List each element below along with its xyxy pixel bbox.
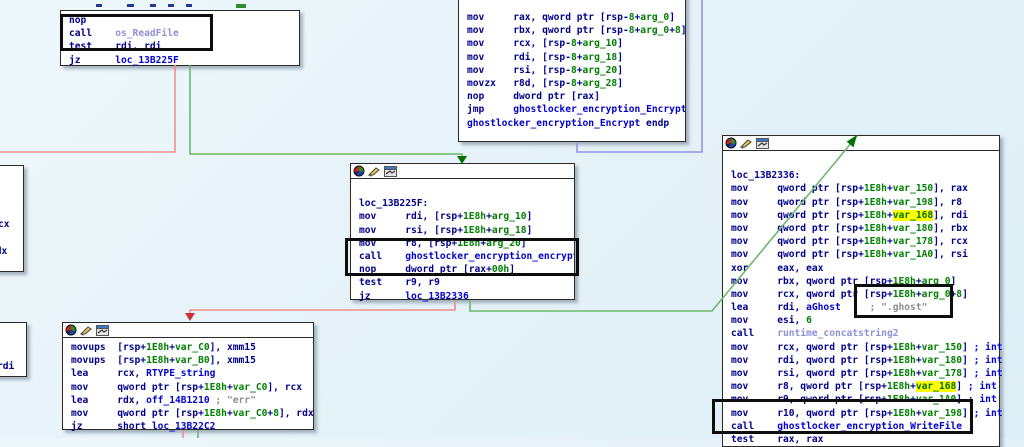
annotation-box-os-readfile	[60, 14, 213, 51]
disasm-line[interactable]: mov qword ptr [rsp+1E8h+var_1A0], rsi	[731, 249, 968, 261]
clipped-text-fragment	[96, 4, 102, 7]
node-title-bar	[723, 136, 999, 151]
disasm-line[interactable]: mov rcx, qword ptr [rsp+1E8h+var_150] ; …	[731, 341, 1003, 353]
disasm-line[interactable]: movups [rsp+1E8h+var_C0], xmm15	[71, 342, 256, 353]
disasm-line[interactable]: lea rcx, RTYPE_string	[71, 368, 216, 380]
clipped-text-fragment	[186, 4, 192, 7]
partial-register-text: cx	[0, 219, 10, 230]
clipped-text-fragment	[168, 4, 174, 7]
disasm-line[interactable]: mov qword ptr [rsp+1E8h+var_168], rdi	[731, 209, 968, 221]
partial-register-text: rdx	[0, 246, 8, 257]
node-title-bar	[351, 164, 574, 179]
disasm-line[interactable]: mov rax, qword ptr [rsp-8+arg_0]	[467, 12, 675, 23]
disasm-line[interactable]: mov qword ptr [rsp+1E8h+var_180], rbx	[731, 222, 968, 234]
disasm-line[interactable]: lea rdx, off_14B1210 ; "err"	[71, 394, 256, 406]
clipped-text-fragment	[150, 4, 156, 7]
disasm-line[interactable]: mov rcx, [rsp-8+arg_10]	[467, 38, 623, 50]
annotation-box-writefile	[712, 399, 973, 434]
disasm-line[interactable]: ghostlocker_encryption_Encrypt endp	[467, 117, 670, 129]
disasm-line[interactable]: test rdi, rdi	[69, 41, 162, 53]
node-title-bar	[63, 323, 313, 338]
disasm-line[interactable]	[359, 184, 574, 197]
chunk-pie-icon	[353, 165, 365, 177]
disasm-line[interactable]: jz short loc_13B22C2	[71, 421, 216, 433]
disasm-line[interactable]: test r9, r9	[359, 277, 440, 289]
disasm-line[interactable]: movups [rsp+1E8h+var_B0], xmm15	[71, 355, 256, 367]
edit-icon	[740, 138, 752, 148]
edit-icon	[368, 166, 380, 176]
disasm-line[interactable]: call ghostlocker_encryption_WriteFile	[731, 420, 963, 432]
node-partial-left-top[interactable]: cx rdx	[0, 165, 24, 272]
disasm-line[interactable]: mov r8, qword ptr [rsp+1E8h+var_168] ; i…	[731, 381, 997, 393]
disasm-line[interactable]: mov rdi, [rsp-8+arg_18]	[467, 51, 623, 63]
edge-jump-os-readfile-to-loc13B225F	[189, 65, 463, 157]
chunk-pie-icon	[65, 324, 77, 336]
disasm-line[interactable]: mov qword ptr [rsp+1E8h+var_198], r8	[731, 196, 963, 208]
disasm-line[interactable]: jmp ghostlocker_encryption_Encrypt	[467, 104, 685, 116]
clipped-text-fragment	[236, 4, 246, 8]
edit-icon	[80, 325, 92, 335]
disasm-line[interactable]: movzx r8d, [rsp-8+arg_28]	[467, 77, 623, 89]
disasm-line[interactable]: mov r10, qword ptr [rsp+1E8h+var_198] ; …	[731, 407, 1003, 419]
edge-fallthrough-loc13B225F-to-movups-arrowhead	[185, 313, 195, 321]
disasm-line[interactable]: test rax, rax	[731, 433, 824, 445]
node-partial-left-bottom[interactable]: rdi	[0, 322, 27, 377]
disasm-line[interactable]: call runtime_concatstring2	[731, 328, 899, 340]
clipped-text-fragment	[127, 4, 134, 7]
disasm-line[interactable]: mov rsi, [rsp-8+arg_20]	[467, 64, 623, 76]
disasm-line[interactable]: mov rsi, [rsp+1E8h+arg_18]	[359, 224, 533, 236]
node-movups-rtype-string[interactable]: movups [rsp+1E8h+var_C0], xmm15 movups [r…	[62, 322, 314, 433]
disasm-line[interactable]: nop dword ptr [rax]	[467, 91, 600, 103]
node-loc-13B225F[interactable]: loc_13B225F:mov rdi, [rsp+1E8h+arg_10]mo…	[350, 163, 575, 302]
chunk-pie-icon	[725, 137, 737, 149]
annotation-box-encrypt-call	[345, 238, 579, 276]
graph-view-icon	[96, 324, 109, 336]
graph-view-icon	[384, 165, 397, 177]
disasm-line[interactable]: mov rsi, qword ptr [rsp+1E8h+var_178] ; …	[731, 368, 1003, 379]
disasm-line[interactable]	[731, 156, 999, 169]
disasm-line[interactable]: mov rdi, [rsp+1E8h+arg_10]	[359, 211, 533, 223]
disasm-line[interactable]: mov qword ptr [rsp+1E8h+var_C0], rcx	[71, 381, 303, 393]
partial-register-text: rdi	[0, 361, 15, 372]
disasm-line[interactable]: jz loc_13B225F	[69, 54, 179, 66]
disasm-line[interactable]: call os_ReadFile	[69, 28, 179, 40]
disasm-line[interactable]: jz loc_13B2336	[359, 290, 469, 302]
edge-fallthrough-os-readfile	[0, 65, 176, 153]
disasm-line[interactable]: mov rdi, qword ptr [rsp+1E8h+var_180] ; …	[731, 354, 1003, 366]
node-encrypt-epilogue[interactable]: mov rax, qword ptr [rsp-8+arg_0]mov rbx,…	[458, 0, 686, 142]
disasm-line[interactable]: loc_13B2336:	[731, 170, 801, 182]
disasm-line[interactable]: loc_13B225F:	[359, 198, 429, 210]
disasm-line[interactable]: mov qword ptr [rsp+1E8h+var_178], rcx	[731, 236, 968, 248]
disasm-line[interactable]: xor eax, eax	[731, 262, 824, 274]
annotation-box-ghost-string	[854, 284, 953, 318]
disasm-line[interactable]: nop	[69, 15, 87, 26]
graph-view-icon	[756, 137, 769, 149]
disasm-line[interactable]: mov qword ptr [rsp+1E8h+var_C0+8], rdx	[71, 407, 313, 419]
disasm-line[interactable]: mov rbx, qword ptr [rsp-8+arg_0+8]	[467, 25, 685, 37]
disasm-line[interactable]: mov qword ptr [rsp+1E8h+var_150], rax	[731, 183, 968, 195]
disasm-line[interactable]: mov esi, 6	[731, 315, 812, 327]
